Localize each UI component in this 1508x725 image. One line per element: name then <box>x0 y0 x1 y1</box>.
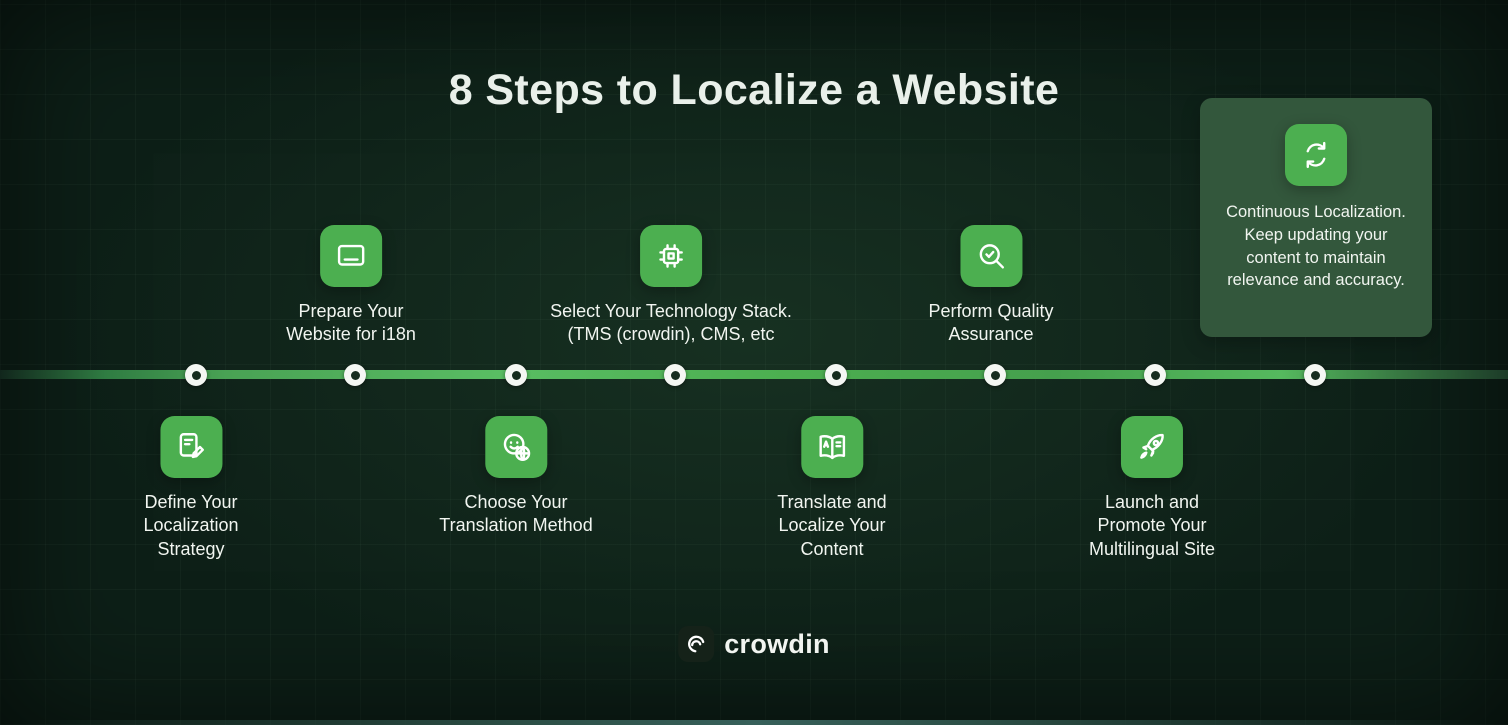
step-select-technology-stack: Select Your Technology Stack. (TMS (crow… <box>550 225 792 347</box>
step-label: Launch and Promote Your Multilingual Sit… <box>1088 492 1216 559</box>
bottom-accent-strip <box>0 720 1508 725</box>
document-edit-icon <box>160 416 222 478</box>
card-text: Continuous Localization. Keep updating y… <box>1226 203 1406 290</box>
step-define-strategy: Define Your Localization Strategy <box>143 416 239 561</box>
step-label: Prepare Your Website for i18n <box>286 301 416 345</box>
timeline-dot <box>1304 364 1326 386</box>
step-label: Perform Quality Assurance <box>928 301 1054 345</box>
timeline-bar <box>0 370 1508 379</box>
timeline-dot <box>185 364 207 386</box>
cpu-chip-icon <box>640 225 702 287</box>
timeline-dot <box>505 364 527 386</box>
step-launch-promote: Launch and Promote Your Multilingual Sit… <box>1089 416 1215 561</box>
brand-name: crowdin <box>724 628 830 659</box>
refresh-icon <box>1285 124 1347 186</box>
step-choose-translation-method: Choose Your Translation Method <box>439 416 593 538</box>
timeline-dot <box>1144 364 1166 386</box>
continuous-localization-card: Continuous Localization. Keep updating y… <box>1200 98 1432 337</box>
timeline-dot <box>825 364 847 386</box>
timeline-dot <box>984 364 1006 386</box>
search-check-icon <box>959 225 1022 287</box>
step-label: Select Your Technology Stack. (TMS (crow… <box>550 301 792 345</box>
step-label: Choose Your Translation Method <box>439 492 593 536</box>
browser-window-icon <box>320 225 382 287</box>
step-prepare-i18n: Prepare Your Website for i18n <box>286 225 416 347</box>
step-translate-content: Translate and Localize Your Content <box>777 416 887 561</box>
page-title: 8 Steps to Localize a Website <box>448 66 1060 114</box>
globe-smiley-icon <box>484 416 547 478</box>
rocket-icon <box>1121 416 1183 478</box>
step-quality-assurance: Perform Quality Assurance <box>928 225 1054 347</box>
open-book-icon <box>801 416 863 478</box>
step-label: Define Your Localization Strategy <box>143 492 239 559</box>
step-label: Translate and Localize Your Content <box>777 492 887 559</box>
brand-logo: crowdin <box>678 626 830 662</box>
timeline-dot <box>344 364 366 386</box>
crowdin-logo-icon <box>678 626 715 662</box>
timeline-dot <box>664 364 686 386</box>
